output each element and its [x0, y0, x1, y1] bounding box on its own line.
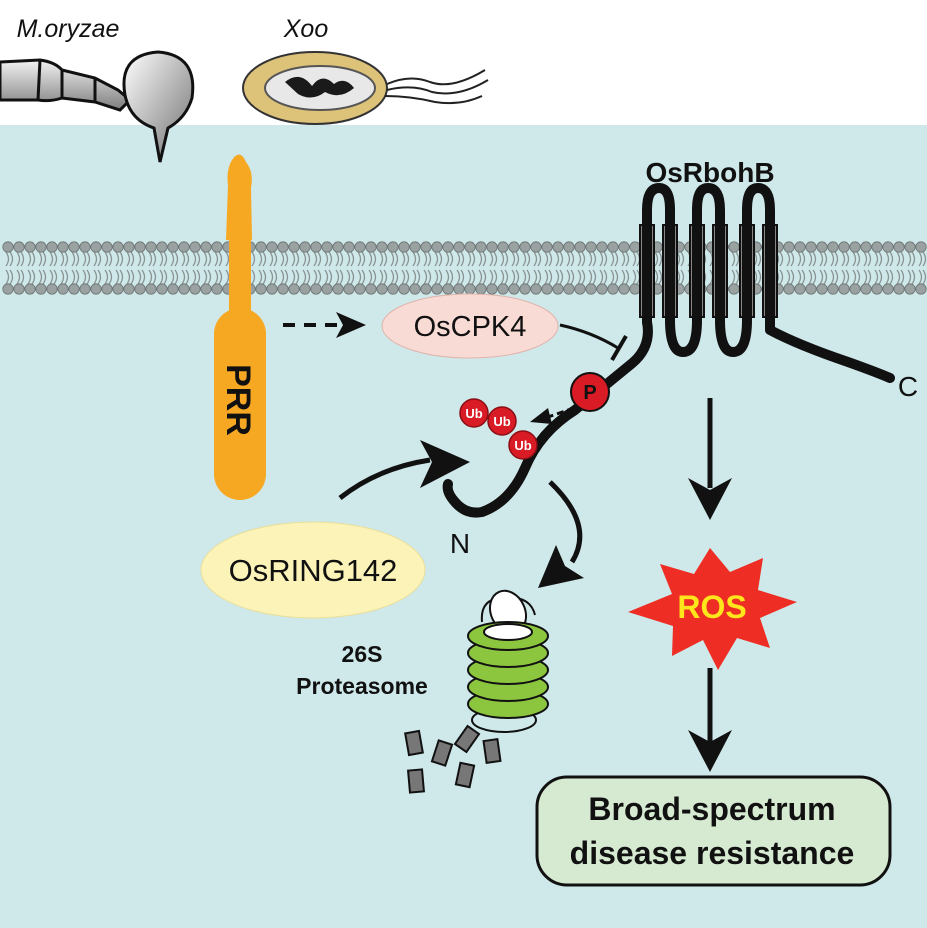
- oscpk4-protein: OsCPK4: [381, 293, 559, 359]
- prr-kinase-domain: [214, 308, 266, 500]
- phospho-label: P: [583, 382, 596, 404]
- prr-receptor: [214, 154, 266, 500]
- phosphorylation-site: P: [570, 372, 610, 412]
- plasma-membrane: [2, 241, 927, 295]
- magnaporthe-fungus: [0, 50, 195, 163]
- osring142-protein: OsRING142: [200, 521, 426, 619]
- ros-to-resistance-arrow: [688, 668, 732, 772]
- prr-to-oscpk4-arrow: [283, 312, 366, 338]
- prr-label: PRR: [219, 364, 257, 436]
- n-terminus-label: N: [450, 528, 470, 559]
- peptide-fragments: [404, 724, 502, 794]
- ros-burst: ROS: [628, 548, 797, 670]
- osring142-ubiquitination-arrow: [338, 440, 470, 500]
- proteasome-opening: [483, 623, 533, 641]
- ros-starburst: [628, 548, 797, 670]
- osring142-shape: [200, 521, 426, 619]
- ubiquitin-1: [459, 398, 489, 428]
- oscpk4-label: OsCPK4: [414, 311, 527, 343]
- oscpk4-shape: [381, 293, 559, 359]
- degradation-arrow: [538, 480, 584, 588]
- rboh-to-ros-arrow: [688, 398, 732, 520]
- ros-label: ROS: [677, 589, 746, 625]
- fungus-label: M.oryzae: [17, 15, 120, 43]
- fungus-hypha: [0, 58, 133, 112]
- osrbohb-n-terminal-tail: [442, 317, 653, 518]
- osrbohb-label: OsRbohB: [645, 157, 774, 188]
- ubiquitin-1-label: Ub: [465, 406, 482, 421]
- osrbohb-backbone: [642, 183, 895, 383]
- phospho-circle: [570, 372, 610, 412]
- bacterium-label: Xoo: [283, 15, 329, 43]
- outcome-box: [535, 775, 892, 887]
- disease-resistance-outcome: Broad-spectrum disease resistance: [535, 775, 892, 887]
- proteasome-26s: [467, 589, 549, 733]
- proteasome-label-line2: Proteasome: [296, 673, 428, 699]
- outcome-line2: disease resistance: [570, 835, 855, 871]
- ubiquitin-2: [487, 406, 517, 436]
- outcome-line1: Broad-spectrum: [588, 791, 835, 827]
- oscpk4-inhibition-line: [559, 323, 628, 362]
- ubiquitin-3: [508, 430, 538, 460]
- ubiquitin-3-label: Ub: [514, 438, 531, 453]
- osrbohb-enzyme: [442, 183, 895, 518]
- c-terminus-label: C: [898, 371, 918, 402]
- xoo-bacterium: [242, 51, 489, 125]
- proteasome-label-line1: 26S: [342, 641, 383, 667]
- prr-transmembrane-domain: [229, 235, 251, 320]
- ubiquitin-2-label: Ub: [493, 414, 510, 429]
- prr-extracellular-domain: [226, 154, 252, 240]
- phospho-to-ubiquitin-arrow: [530, 406, 575, 424]
- fungus-appressorium: [122, 50, 195, 163]
- ubiquitin-chain: Ub Ub Ub: [459, 398, 538, 460]
- osring142-label: OsRING142: [229, 553, 398, 588]
